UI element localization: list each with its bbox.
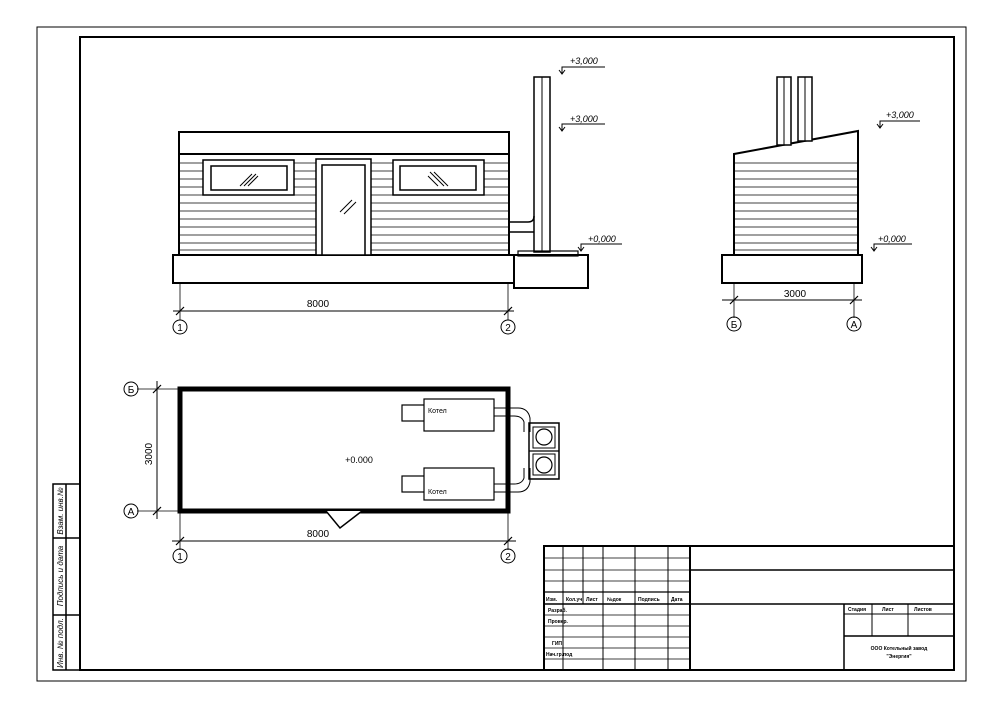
tb-col-header-5: Подпись bbox=[638, 597, 660, 603]
plan-view bbox=[123, 381, 560, 564]
tb-sheet-header-1: Стадия bbox=[848, 607, 866, 613]
front-level-label-mid: +3,000 bbox=[570, 114, 598, 124]
side-dimension-text: 3000 bbox=[784, 289, 807, 300]
side-wall-siding bbox=[735, 162, 857, 251]
plan-boiler-2-label: Котел bbox=[428, 489, 447, 496]
front-level-label-top: +3,000 bbox=[570, 56, 598, 66]
front-window-left-glass bbox=[210, 165, 288, 191]
plan-door-swing bbox=[325, 510, 363, 530]
front-level-mark-mid bbox=[558, 123, 605, 132]
tb-col-header-3: Лист bbox=[586, 597, 598, 603]
tb-organization-line2: "Энергия" bbox=[886, 654, 912, 660]
front-axis-1-label: 1 bbox=[177, 323, 183, 334]
front-dimension-text: 8000 bbox=[307, 299, 330, 310]
plan-flue-connector-1 bbox=[494, 407, 531, 432]
tb-row-label-1: Разраб. bbox=[548, 607, 568, 614]
title-block-texts: Изм. Кол.уч Лист №док Подпись Дата Разра… bbox=[546, 597, 932, 660]
side-level-mark-bottom bbox=[870, 243, 912, 252]
side-level-label-bottom: +0,000 bbox=[878, 234, 906, 244]
front-pit-cap bbox=[517, 250, 579, 257]
front-elevation-view bbox=[172, 66, 622, 335]
tb-col-header-2: Кол.уч bbox=[566, 597, 582, 603]
front-door-glare bbox=[339, 199, 357, 215]
sheet-outer-border bbox=[36, 26, 967, 682]
plan-boiler-1-burner bbox=[401, 404, 427, 422]
plan-axis-2-label: 2 bbox=[505, 552, 511, 563]
side-stamp-field-1: Инв. № подл. bbox=[56, 618, 65, 668]
front-axis-1-bubble bbox=[172, 319, 188, 335]
plan-width-dimension-text: 8000 bbox=[307, 529, 330, 540]
side-foundation bbox=[721, 254, 863, 284]
tb-organization-line1: ООО Котельный завод bbox=[871, 645, 928, 652]
title-block bbox=[543, 545, 955, 671]
front-window-right-glass bbox=[399, 165, 477, 191]
side-stamp bbox=[52, 483, 81, 671]
tb-sheet-header-3: Листов bbox=[914, 607, 932, 613]
plan-axis-a-bubble bbox=[123, 503, 139, 519]
front-foundation bbox=[172, 254, 515, 284]
tb-col-header-1: Изм. bbox=[546, 597, 558, 603]
front-level-mark-top bbox=[558, 66, 605, 75]
front-pit-block bbox=[513, 254, 589, 289]
side-axis-a-bubble bbox=[846, 316, 862, 332]
plan-axis-a-label: А bbox=[128, 507, 135, 518]
side-wall bbox=[733, 129, 859, 256]
plan-axis-1-bubble bbox=[172, 548, 188, 564]
side-stamp-field-2: Подпись и дата bbox=[56, 545, 65, 606]
plan-chimney-1-circle bbox=[535, 428, 553, 446]
plan-boiler-1-body bbox=[423, 398, 495, 432]
tb-row-label-4: ГИП bbox=[552, 641, 562, 647]
front-level-mark-bottom bbox=[577, 243, 622, 252]
side-axis-b-bubble bbox=[726, 316, 742, 332]
tb-sheet-header-2: Лист bbox=[882, 607, 894, 613]
front-level-label-bottom: +0,000 bbox=[588, 234, 616, 244]
front-roof bbox=[178, 131, 510, 155]
tb-row-label-2: Провер. bbox=[548, 619, 569, 625]
plan-axis-b-label: Б bbox=[128, 385, 135, 396]
plan-level-label: +0.000 bbox=[345, 455, 373, 465]
tb-col-header-6: Дата bbox=[671, 597, 683, 603]
side-axis-b-label: Б bbox=[731, 320, 738, 331]
plan-flue-connector-2 bbox=[494, 468, 531, 493]
front-door-leaf bbox=[321, 164, 366, 256]
plan-chimney-2-circle bbox=[535, 456, 553, 474]
side-level-mark-top bbox=[876, 120, 920, 129]
tb-col-header-4: №док bbox=[607, 597, 622, 603]
plan-axis-2-bubble bbox=[500, 548, 516, 564]
front-axis-2-label: 2 bbox=[505, 323, 511, 334]
plan-axis-1-label: 1 bbox=[177, 552, 183, 563]
front-window-left-glare bbox=[239, 173, 259, 187]
plan-boiler-2-burner bbox=[401, 475, 427, 493]
side-elevation-view bbox=[721, 76, 920, 332]
plan-axis-b-bubble bbox=[123, 381, 139, 397]
tb-row-label-5: Нач.гр.под bbox=[546, 652, 573, 658]
front-window-right-glare bbox=[427, 171, 449, 187]
sheet-inner-frame bbox=[79, 36, 955, 671]
side-stamp-field-3: Взам. инв.№ bbox=[56, 487, 65, 535]
side-axis-a-label: А bbox=[851, 320, 858, 331]
plan-boiler-1-label: Котел bbox=[428, 408, 447, 415]
front-axis-2-bubble bbox=[500, 319, 516, 335]
plan-boiler-2-body bbox=[423, 467, 495, 501]
front-flue-pipe bbox=[509, 215, 535, 233]
side-level-label-top: +3,000 bbox=[886, 110, 914, 120]
plan-height-dimension-text: 3000 bbox=[144, 442, 155, 465]
